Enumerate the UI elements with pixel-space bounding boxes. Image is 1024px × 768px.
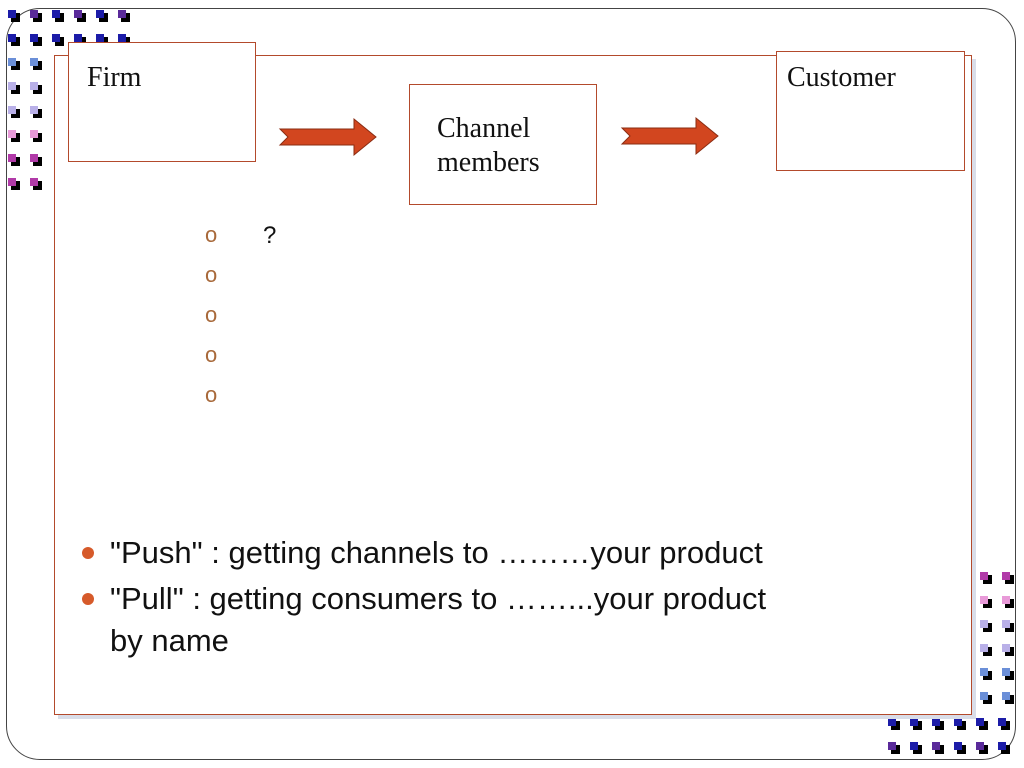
decorative-square (976, 718, 988, 730)
decorative-square (8, 58, 20, 70)
decorative-square (998, 742, 1010, 754)
list-item: o (205, 342, 276, 382)
list-item-text: ? (263, 222, 277, 249)
decorative-square (8, 106, 20, 118)
slide-frame (6, 8, 1016, 760)
decorative-square (96, 10, 108, 22)
list-item: o (205, 302, 276, 342)
decorative-square (998, 718, 1010, 730)
decorative-square (30, 34, 42, 46)
decorative-square (8, 82, 20, 94)
decorative-square (52, 10, 64, 22)
decorative-square (954, 718, 966, 730)
decorative-square (910, 718, 922, 730)
decorative-square (980, 596, 992, 608)
firm-label: Firm (87, 62, 142, 93)
circle-bullet-icon: o (205, 302, 218, 327)
decorative-square (30, 130, 42, 142)
decorative-square (52, 34, 64, 46)
decorative-square (118, 10, 130, 22)
decorative-square (980, 668, 992, 680)
channel-label-line1: Channel (437, 113, 531, 144)
decorative-square (30, 106, 42, 118)
decorative-square (30, 58, 42, 70)
bullet-pull: "Pull" : getting consumers to ……...your … (80, 578, 780, 662)
bullet-push: "Push" : getting channels to ………your pro… (80, 532, 780, 574)
main-bullet-list: "Push" : getting channels to ………your pro… (80, 532, 780, 662)
decorative-square (74, 34, 86, 46)
decorative-square (888, 718, 900, 730)
decorative-square (1002, 620, 1014, 632)
decorative-square (932, 718, 944, 730)
decorative-square (1002, 572, 1014, 584)
list-item: o (205, 382, 276, 422)
bullet-dot-icon (82, 593, 94, 605)
decorative-square (74, 10, 86, 22)
right-arrow-icon (620, 116, 719, 156)
decorative-square (976, 742, 988, 754)
sub-bullet-list: o? o o o o (205, 222, 276, 422)
circle-bullet-icon: o (205, 222, 218, 247)
bullet-dot-icon (82, 547, 94, 559)
decorative-square (8, 154, 20, 166)
circle-bullet-icon: o (205, 382, 218, 407)
circle-bullet-icon: o (205, 342, 218, 367)
circle-bullet-icon: o (205, 262, 218, 287)
list-item: o? (205, 222, 276, 262)
decorative-square (96, 34, 108, 46)
decorative-square (980, 644, 992, 656)
decorative-square (888, 742, 900, 754)
bullet-text: "Push" : getting channels to ………your pro… (110, 535, 763, 570)
decorative-square (8, 10, 20, 22)
decorative-square (8, 34, 20, 46)
decorative-square (118, 34, 130, 46)
decorative-square (1002, 644, 1014, 656)
bullet-text: "Pull" : getting consumers to ……...your … (110, 581, 767, 658)
channel-members-box: Channel members (409, 84, 597, 205)
customer-label: Customer (787, 62, 896, 93)
decorative-square (8, 130, 20, 142)
decorative-square (980, 620, 992, 632)
decorative-square (30, 82, 42, 94)
decorative-square (1002, 668, 1014, 680)
firm-box: Firm (68, 42, 256, 162)
list-item: o (205, 262, 276, 302)
decorative-square (1002, 692, 1014, 704)
decorative-square (1002, 596, 1014, 608)
decorative-square (980, 692, 992, 704)
decorative-square (932, 742, 944, 754)
right-arrow-icon (278, 117, 377, 157)
decorative-square (980, 572, 992, 584)
decorative-square (954, 742, 966, 754)
customer-box: Customer (776, 51, 965, 171)
decorative-square (30, 10, 42, 22)
decorative-square (910, 742, 922, 754)
channel-label-line2: members (437, 146, 540, 178)
decorative-square (30, 178, 42, 190)
decorative-square (30, 154, 42, 166)
decorative-square (8, 178, 20, 190)
